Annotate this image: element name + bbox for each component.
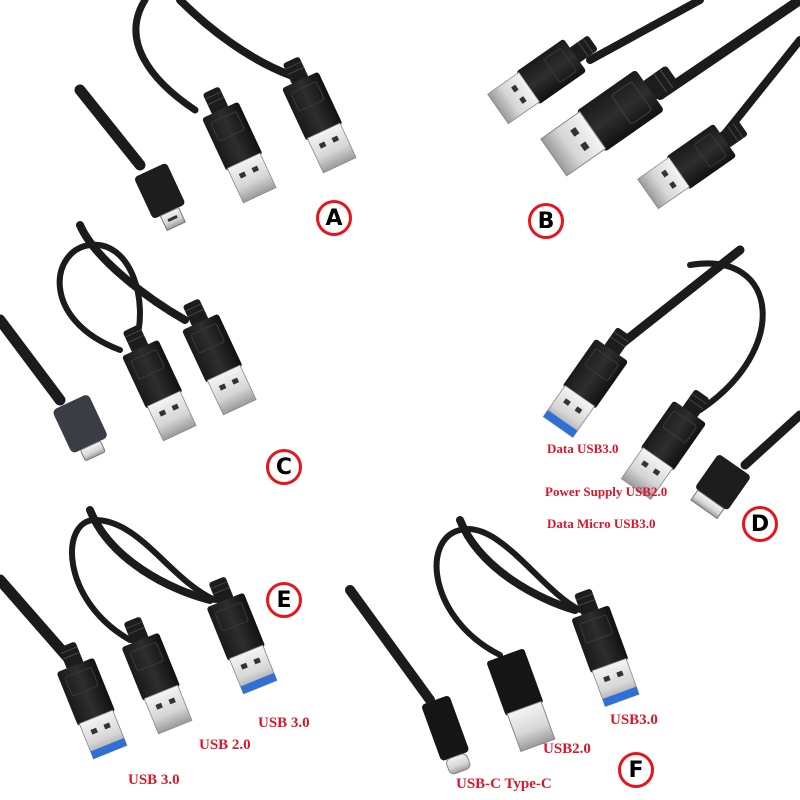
label-e-usb3-left: USB 3.0 bbox=[128, 772, 180, 788]
panel-c-cable bbox=[0, 221, 189, 406]
badge-a: A bbox=[316, 200, 352, 236]
badge-b: B bbox=[528, 203, 564, 239]
label-data-micro-usb3: Data Micro USB3.0 bbox=[547, 516, 656, 531]
label-e-usb2: USB 2.0 bbox=[199, 737, 251, 753]
badge-c: C bbox=[266, 449, 302, 485]
label-f-usb2: USB2.0 bbox=[543, 741, 591, 757]
label-e-usb3-right: USB 3.0 bbox=[258, 715, 310, 731]
badge-e: E bbox=[266, 582, 302, 618]
panel-a-cable bbox=[74, 0, 294, 171]
label-f-usb3: USB3.0 bbox=[610, 712, 658, 728]
label-data-usb3: Data USB3.0 bbox=[547, 441, 619, 456]
panel-e-cable bbox=[0, 506, 218, 666]
label-power-supply-usb2: Power Supply USB2.0 bbox=[545, 484, 668, 499]
label-f-usb-c: USB-C Type-C bbox=[456, 776, 552, 792]
panel-d-cable bbox=[615, 245, 800, 470]
badge-f: F bbox=[618, 752, 654, 788]
panel-f-cable bbox=[345, 516, 583, 705]
badge-d: D bbox=[742, 506, 778, 542]
